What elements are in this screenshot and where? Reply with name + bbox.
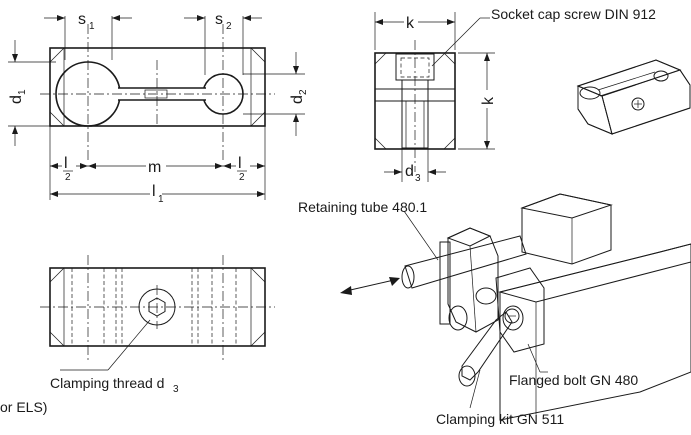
dim-m: m: [148, 159, 161, 176]
dim-l2-right: l: [238, 155, 242, 172]
label-clamping-kit: Clamping kit GN 511: [436, 411, 564, 427]
dim-d3-sub: 3: [415, 173, 421, 184]
dim-d2: d: [289, 95, 306, 104]
flanged-bolt: [495, 267, 545, 353]
dim-l2-left: l: [64, 155, 68, 172]
dim-l1: l: [152, 183, 156, 200]
clamp-screw-icon: [504, 308, 520, 324]
dim-l2-left-sub: 2: [65, 172, 71, 183]
dim-s1-sub: 1: [89, 21, 95, 32]
section-view: k k d 3 Socket cap screw DIN 912: [374, 6, 656, 184]
front-view: s 1 s 2 d 1 d 2 l 2: [8, 11, 309, 205]
label-clamping-thread-sub: 3: [173, 384, 179, 395]
retaining-tube: [404, 235, 527, 289]
assembly-illustration: Retaining tube 480.1 Flanged bolt GN 480…: [298, 193, 691, 427]
dim-k-top: k: [406, 15, 415, 32]
dim-d1: d: [8, 95, 25, 104]
dim-s2-sub: 2: [226, 21, 232, 32]
clamping-lever: [461, 311, 513, 381]
dim-s1: s: [78, 11, 86, 28]
dim-l1-sub: 1: [158, 194, 164, 205]
isometric-block: [576, 59, 691, 135]
label-flanged-bolt: Flanged bolt GN 480: [509, 372, 638, 388]
dim-d1-sub: 1: [17, 89, 28, 95]
rear-block: [521, 193, 612, 265]
rail-body: [499, 243, 691, 421]
dim-d2-sub: 2: [298, 89, 309, 95]
dim-d3: d: [405, 163, 414, 180]
dim-s2: s: [215, 11, 223, 28]
label-clamping-thread: Clamping thread d: [50, 375, 164, 391]
partial-note: or ELS): [0, 399, 47, 415]
top-view: Clamping thread d 3: [40, 255, 275, 395]
label-retaining-tube: Retaining tube 480.1: [298, 199, 427, 215]
screw-icon: [631, 97, 645, 111]
dim-k-side: k: [480, 96, 497, 105]
label-socket-cap-screw: Socket cap screw DIN 912: [491, 6, 656, 22]
front-view-body: [49, 47, 266, 127]
movement-arrow: [389, 277, 400, 286]
dim-l2-right-sub: 2: [239, 172, 245, 183]
